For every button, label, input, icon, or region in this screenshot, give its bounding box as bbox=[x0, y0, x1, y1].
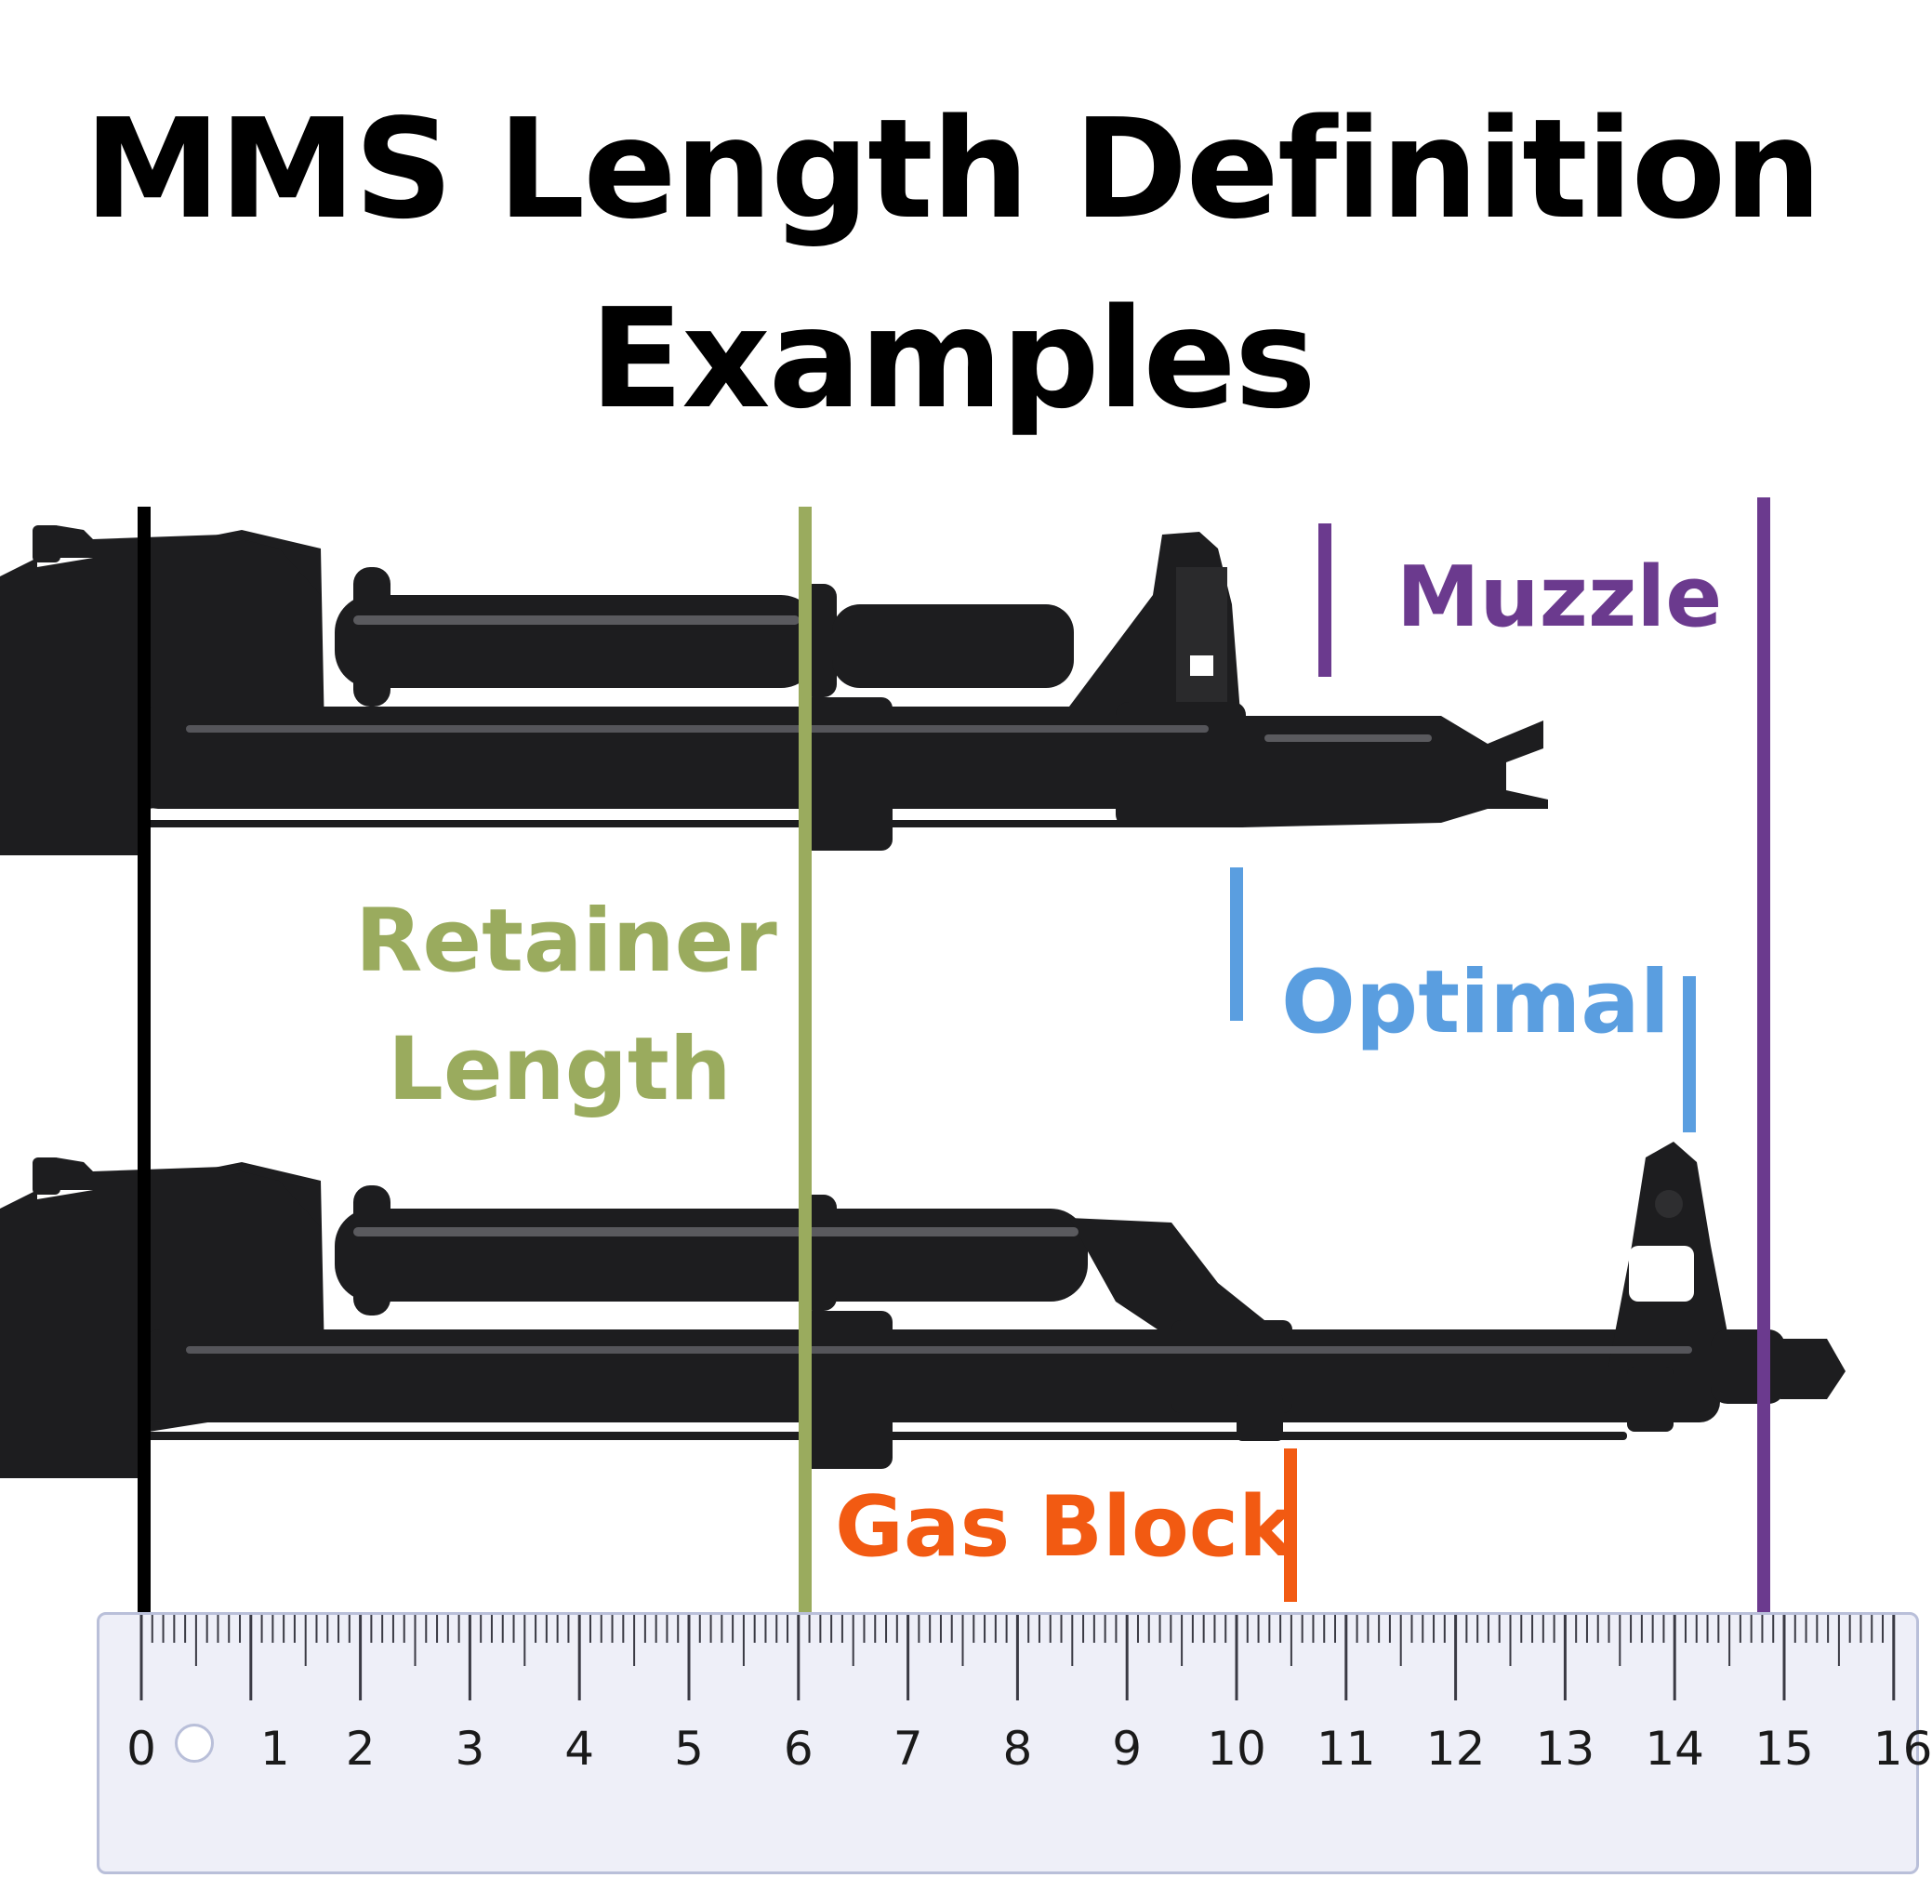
muzzle-label: Muzzle bbox=[1396, 549, 1723, 646]
ruler-number: 16 bbox=[1872, 1722, 1932, 1776]
optimal-label: Optimal bbox=[1281, 952, 1670, 1053]
zero-reference-line bbox=[138, 507, 151, 1618]
ruler-number: 3 bbox=[455, 1722, 485, 1776]
top-rifle bbox=[0, 525, 1548, 855]
ruler-number: 10 bbox=[1207, 1722, 1266, 1776]
retainer-label-line-1: Retainer bbox=[355, 891, 777, 992]
page-title-line-2: Examples bbox=[589, 279, 1317, 439]
optimal-start-marker bbox=[1230, 867, 1243, 1021]
ruler-number: 4 bbox=[564, 1722, 595, 1776]
ruler bbox=[97, 1612, 1919, 1874]
ruler-number: 6 bbox=[783, 1722, 814, 1776]
ruler-number: 1 bbox=[259, 1722, 290, 1776]
ruler-number: 11 bbox=[1316, 1722, 1376, 1776]
ruler-number: 8 bbox=[1002, 1722, 1033, 1776]
ruler-number: 12 bbox=[1425, 1722, 1486, 1776]
ruler-number: 0 bbox=[126, 1722, 156, 1776]
muzzle-start-marker bbox=[1318, 523, 1331, 677]
gas-block-marker bbox=[1284, 1448, 1297, 1602]
retainer-length-line bbox=[799, 507, 812, 1618]
bottom-rifle bbox=[0, 1142, 1846, 1478]
muzzle-end-line bbox=[1757, 497, 1770, 1613]
retainer-label-line-2: Length bbox=[388, 1019, 732, 1120]
ruler-number: 2 bbox=[345, 1722, 376, 1776]
ruler-number: 5 bbox=[674, 1722, 704, 1776]
ruler-number: 7 bbox=[893, 1722, 923, 1776]
gas-block-label: Gas Block bbox=[835, 1478, 1294, 1576]
optimal-end-marker bbox=[1683, 976, 1696, 1132]
ruler-number: 14 bbox=[1645, 1722, 1704, 1776]
ruler-number: 15 bbox=[1754, 1722, 1814, 1776]
ruler-number: 9 bbox=[1112, 1722, 1143, 1776]
ruler-number: 13 bbox=[1535, 1722, 1595, 1776]
ruler-hole bbox=[175, 1724, 214, 1763]
page-title-line-1: MMS Length Definition bbox=[84, 89, 1821, 249]
